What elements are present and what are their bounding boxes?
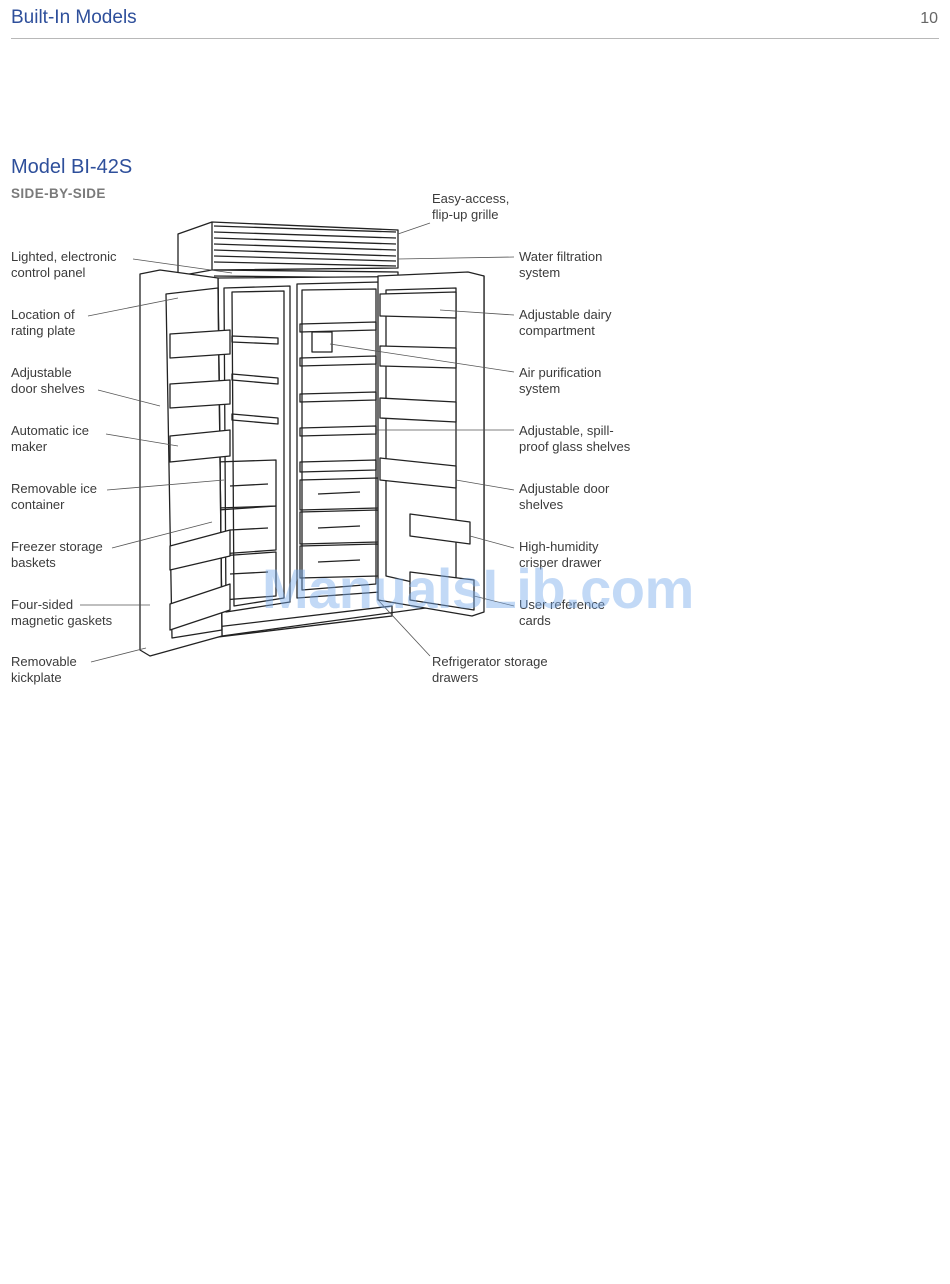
callout-storage-drawers-line2: drawers	[432, 670, 479, 685]
callout-rating-plate-line1: Location of	[11, 307, 75, 322]
callout-ice-container-line2: container	[11, 497, 65, 512]
callout-kickplate-line1: Removable	[11, 654, 77, 669]
callout-dairy-compartment-line2: compartment	[519, 323, 595, 338]
callout-ice-container-line1: Removable ice	[11, 481, 97, 496]
callout-air-purification-line1: Air purification	[519, 365, 602, 380]
callout-dairy-compartment: Adjustable dairy compartment	[519, 307, 612, 339]
model-subtitle: SIDE-BY-SIDE	[11, 186, 106, 201]
callout-ice-maker: Automatic ice maker	[11, 423, 89, 455]
header-divider	[11, 38, 939, 39]
callout-grille-line1: Easy-access,	[432, 191, 510, 206]
callout-glass-shelves: Adjustable, spill- proof glass shelves	[519, 423, 630, 455]
callout-crisper-drawer: High-humidity crisper drawer	[519, 539, 601, 571]
callout-control-panel-line1: Lighted, electronic	[11, 249, 117, 264]
callout-gaskets: Four-sided magnetic gaskets	[11, 597, 112, 629]
callout-air-purification-line2: system	[519, 381, 561, 396]
callout-freezer-door-shelves: Adjustable door shelves	[11, 365, 85, 397]
callout-fridge-door-shelves-line2: shelves	[519, 497, 564, 512]
callout-fridge-door-shelves-line1: Adjustable door	[519, 481, 610, 496]
callout-grille: Easy-access, flip-up grille	[432, 191, 509, 223]
watermark: ManualsLib.com	[262, 557, 694, 620]
callout-storage-drawers: Refrigerator storage drawers	[432, 654, 548, 686]
callout-user-cards-line1: User reference	[519, 597, 605, 612]
callout-glass-shelves-line1: Adjustable, spill-	[519, 423, 614, 438]
callout-ice-maker-line2: maker	[11, 439, 48, 454]
callout-storage-drawers-line1: Refrigerator storage	[432, 654, 548, 669]
callout-dairy-compartment-line1: Adjustable dairy	[519, 307, 612, 322]
callout-ice-container: Removable ice container	[11, 481, 97, 513]
callout-rating-plate-line2: rating plate	[11, 323, 76, 338]
callout-control-panel-line2: control panel	[11, 265, 86, 280]
callout-freezer-baskets-line1: Freezer storage	[11, 539, 103, 554]
callout-freezer-baskets-line2: baskets	[11, 555, 56, 570]
callout-air-purification: Air purification system	[519, 365, 601, 397]
page-number: 10	[920, 10, 938, 27]
callout-kickplate: Removable kickplate	[11, 654, 77, 686]
callout-control-panel: Lighted, electronic control panel	[11, 249, 117, 281]
callout-freezer-door-shelves-line1: Adjustable	[11, 365, 72, 380]
callout-crisper-drawer-line2: crisper drawer	[519, 555, 602, 570]
callout-user-cards-line2: cards	[519, 613, 551, 628]
callout-user-cards: User reference cards	[519, 597, 605, 629]
callout-ice-maker-line1: Automatic ice	[11, 423, 90, 438]
callout-freezer-door-shelves-line2: door shelves	[11, 381, 85, 396]
callout-kickplate-line2: kickplate	[11, 670, 62, 685]
callout-water-filtration: Water filtration system	[519, 249, 602, 281]
callout-gaskets-line1: Four-sided	[11, 597, 74, 612]
model-title: Model BI-42S	[11, 156, 133, 178]
callout-fridge-door-shelves: Adjustable door shelves	[519, 481, 609, 513]
callout-water-filtration-line2: system	[519, 265, 561, 280]
callout-crisper-drawer-line1: High-humidity	[519, 539, 599, 554]
callout-freezer-baskets: Freezer storage baskets	[11, 539, 103, 571]
callout-grille-line2: flip-up grille	[432, 207, 499, 222]
callout-glass-shelves-line2: proof glass shelves	[519, 439, 631, 454]
callout-rating-plate: Location of rating plate	[11, 307, 75, 339]
callout-gaskets-line2: magnetic gaskets	[11, 613, 113, 628]
page-header-title: Built-In Models	[11, 7, 137, 28]
callout-water-filtration-line1: Water filtration	[519, 249, 603, 264]
